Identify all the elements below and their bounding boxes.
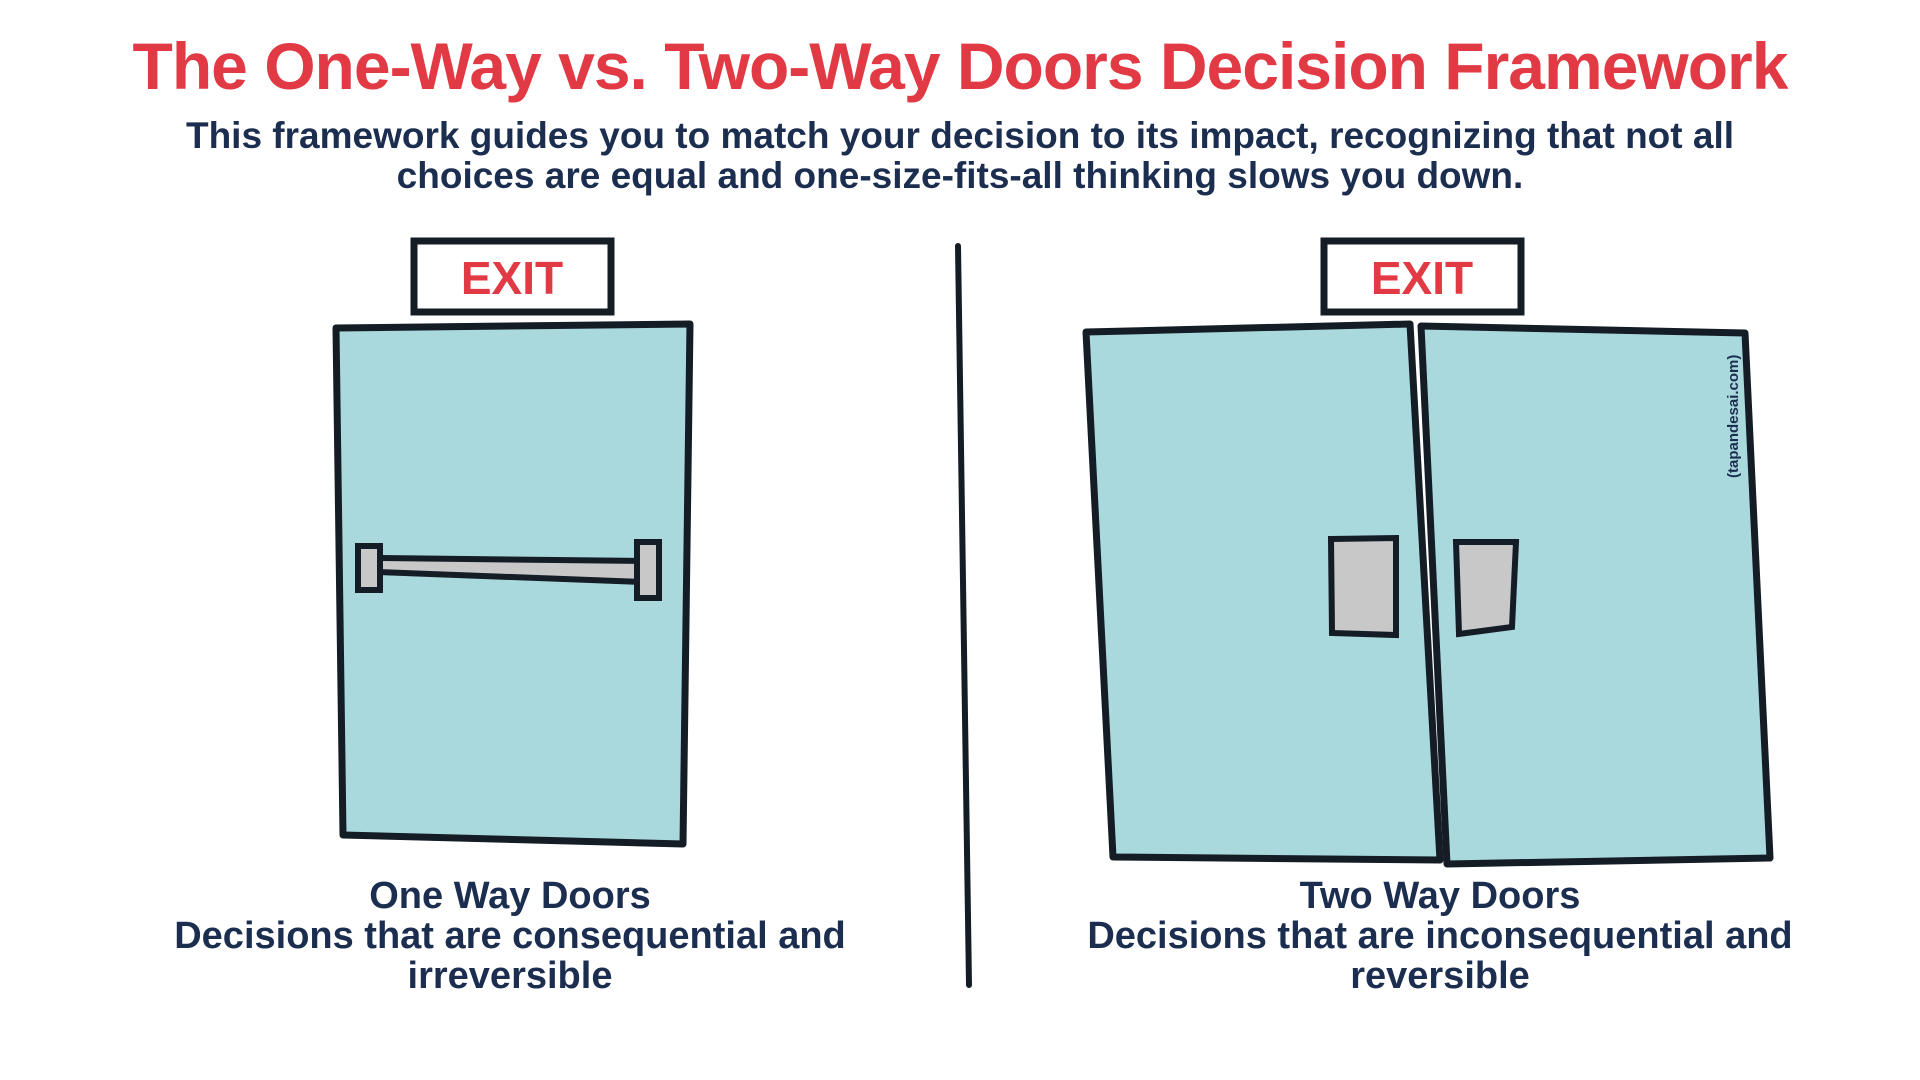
two-way-heading: Two Way Doors	[1299, 875, 1581, 917]
subtitle: This framework guides you to match your …	[185, 115, 1735, 196]
left-exit-sign-text: EXIT	[461, 252, 563, 304]
right-push-plate	[1452, 539, 1520, 638]
right-exit-sign: EXIT	[1320, 237, 1525, 316]
right-exit-sign-text: EXIT	[1371, 252, 1473, 304]
push-bar-handle	[355, 539, 662, 601]
two-way-door-right-panel	[1417, 322, 1774, 868]
one-way-caption: One Way Doors Decisions that are consequ…	[130, 876, 890, 996]
one-way-door	[332, 320, 694, 848]
two-way-description: Decisions that are inconsequential and r…	[1087, 915, 1793, 997]
page-title: The One-Way vs. Two-Way Doors Decision F…	[132, 29, 1789, 103]
two-way-caption: Two Way Doors Decisions that are inconse…	[1060, 876, 1820, 996]
divider-line	[955, 243, 972, 988]
left-exit-sign: EXIT	[410, 237, 615, 316]
one-way-description: Decisions that are consequential and irr…	[174, 915, 846, 997]
two-way-door-left-panel	[1082, 320, 1444, 864]
watermark: (tapandesai.com)	[1725, 355, 1742, 478]
one-way-heading: One Way Doors	[369, 875, 651, 917]
left-push-plate	[1327, 534, 1399, 639]
